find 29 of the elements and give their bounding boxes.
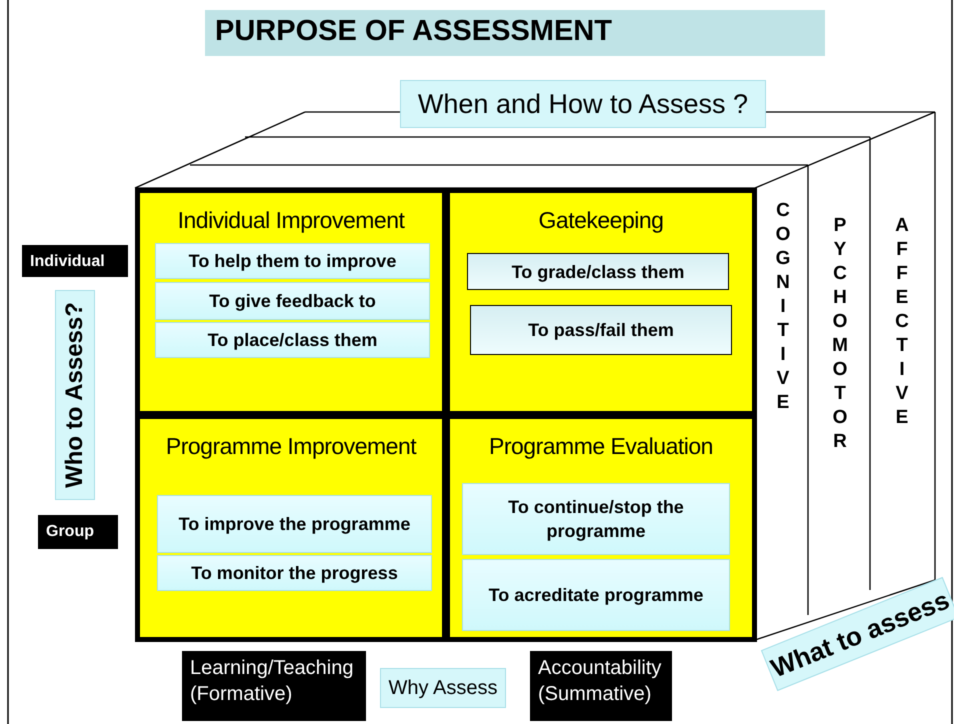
axis-label: Learning/Teaching (Formative) bbox=[182, 651, 366, 721]
axis-label: Who to Assess? bbox=[55, 290, 95, 500]
quadrant-panel bbox=[445, 188, 757, 416]
axis-label: Accountability (Summative) bbox=[530, 651, 672, 721]
purpose-item: To acreditate programme bbox=[462, 559, 730, 631]
panel-heading: Individual Improvement bbox=[176, 207, 406, 234]
purpose-item: To monitor the progress bbox=[157, 555, 432, 591]
purpose-item: To place/class them bbox=[155, 322, 430, 358]
purpose-item: To grade/class them bbox=[467, 253, 729, 290]
axis-label: When and How to Assess ? bbox=[400, 80, 766, 128]
axis-label: Group bbox=[38, 515, 118, 549]
domain-label: AFFECTIVE bbox=[892, 215, 912, 433]
purpose-item: To continue/stop the programme bbox=[462, 483, 730, 555]
panel-heading: Gatekeeping bbox=[538, 207, 664, 234]
title-banner: PURPOSE OF ASSESSMENT bbox=[205, 10, 825, 56]
panel-heading: Programme Improvement bbox=[164, 433, 418, 460]
quadrant-panel bbox=[135, 414, 447, 642]
purpose-item: To help them to improve bbox=[155, 243, 430, 279]
quadrant-panel bbox=[135, 188, 447, 416]
domain-label: PYCHOMOTOR bbox=[830, 215, 850, 457]
domain-label: COGNITIVE bbox=[774, 200, 792, 418]
purpose-item: To pass/fail them bbox=[470, 305, 732, 355]
axis-label: Individual bbox=[22, 245, 128, 277]
panel-heading: Programme Evaluation bbox=[488, 433, 714, 460]
purpose-item: To improve the programme bbox=[157, 495, 432, 553]
purpose-item: To give feedback to bbox=[155, 282, 430, 320]
quadrant-panel bbox=[445, 414, 757, 642]
axis-label: Why Assess bbox=[380, 668, 506, 708]
axis-label: What to assess bbox=[760, 576, 954, 692]
